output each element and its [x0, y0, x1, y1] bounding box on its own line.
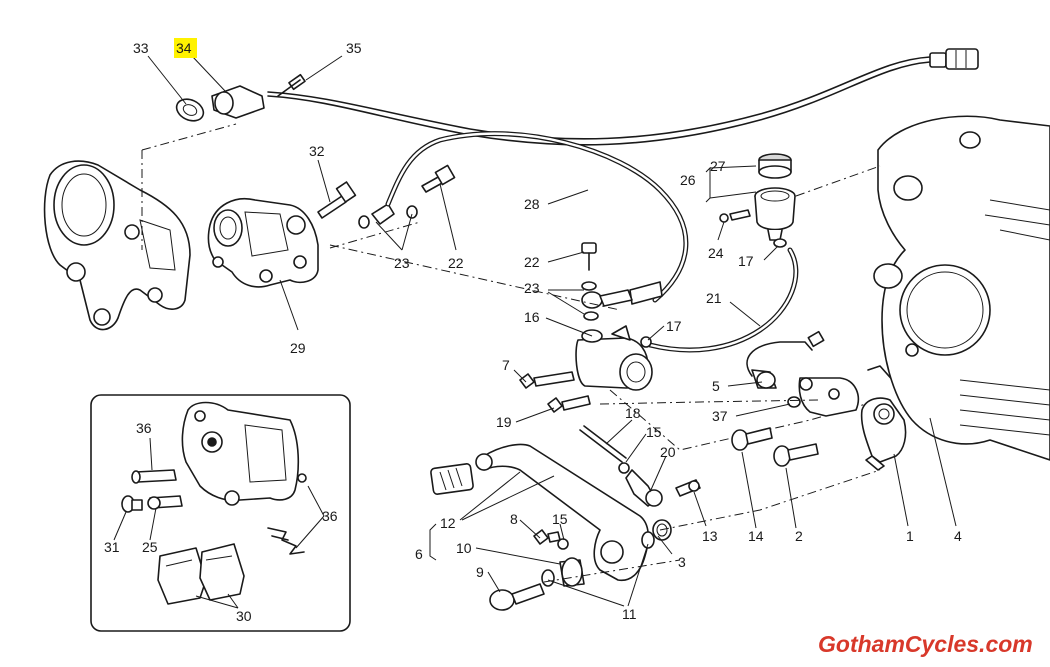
- pivot-bolt-9: [489, 583, 545, 611]
- reservoir: [719, 153, 796, 248]
- callout-36-inset-top: 36: [136, 420, 152, 436]
- callout-20: 20: [660, 444, 676, 460]
- bolt-32: [317, 181, 357, 219]
- inset-box: [90, 394, 351, 632]
- callout-22-caliper: 22: [448, 255, 464, 271]
- callout-27: 27: [710, 158, 726, 174]
- callout-3: 3: [678, 554, 686, 570]
- callout-32: 32: [309, 143, 325, 159]
- callout-29: 29: [290, 340, 306, 356]
- callout-26: 26: [680, 172, 696, 188]
- callout-34: 34: [176, 40, 192, 56]
- callout-22-center: 22: [524, 254, 540, 270]
- callout-1: 1: [906, 528, 914, 544]
- callout-2: 2: [795, 528, 803, 544]
- callout-15-top: 15: [646, 424, 662, 440]
- callout-8: 8: [510, 511, 518, 527]
- bolt-7: [519, 371, 575, 389]
- switch-bracket: [798, 377, 907, 471]
- callout-25: 25: [142, 539, 158, 555]
- callout-9: 9: [476, 564, 484, 580]
- callout-18: 18: [625, 405, 641, 421]
- callout-13: 13: [702, 528, 718, 544]
- bolt-14: [731, 427, 773, 451]
- caliper-bracket: [43, 160, 191, 331]
- speed-sensor: [175, 73, 306, 122]
- callout-17-top: 17: [738, 253, 754, 269]
- callout-6: 6: [415, 546, 423, 562]
- callout-5: 5: [712, 378, 720, 394]
- callout-31: 31: [104, 539, 120, 555]
- callout-23-caliper: 23: [394, 255, 410, 271]
- callout-12: 12: [440, 515, 456, 531]
- highlight-34: [174, 38, 197, 58]
- pedal-bolt-8: [533, 529, 569, 550]
- brake-pedal: [430, 443, 650, 582]
- callout-17-mid: 17: [666, 318, 682, 334]
- engine-case: [873, 115, 1050, 461]
- callout-28: 28: [524, 196, 540, 212]
- callout-19: 19: [496, 414, 512, 430]
- callout-30: 30: [236, 608, 252, 624]
- bolt-2: [773, 443, 819, 467]
- callout-33: 33: [133, 40, 149, 56]
- banjo-caliper: [358, 164, 456, 229]
- callout-21: 21: [706, 290, 722, 306]
- callout-36-inset-right: 36: [322, 508, 338, 524]
- brake-light-switch: [746, 330, 825, 408]
- callout-10: 10: [456, 540, 472, 556]
- callout-16: 16: [524, 309, 540, 325]
- brand-watermark: GothamCycles.com: [818, 631, 1033, 657]
- sensor-cable: [267, 48, 979, 146]
- callout-15-bottom: 15: [552, 511, 568, 527]
- callout-24: 24: [708, 245, 724, 261]
- callout-35: 35: [346, 40, 362, 56]
- brake-caliper: [207, 198, 319, 288]
- callouts: 33 34 35 32 28 26 27 24 17 21 22 23 23 2…: [104, 38, 962, 624]
- leader-lines: [113, 55, 957, 609]
- callout-37: 37: [712, 408, 728, 424]
- banjo-center: [581, 242, 633, 321]
- callout-14: 14: [748, 528, 764, 544]
- pushrod: [579, 425, 701, 507]
- bolt-19: [547, 395, 591, 413]
- callout-7: 7: [502, 357, 510, 373]
- callout-11: 11: [622, 606, 637, 622]
- brake-hose-rear: [385, 131, 689, 305]
- callout-4: 4: [954, 528, 962, 544]
- assembly-lines: [141, 123, 881, 583]
- callout-23-center: 23: [524, 280, 540, 296]
- reservoir-hose: [647, 247, 799, 353]
